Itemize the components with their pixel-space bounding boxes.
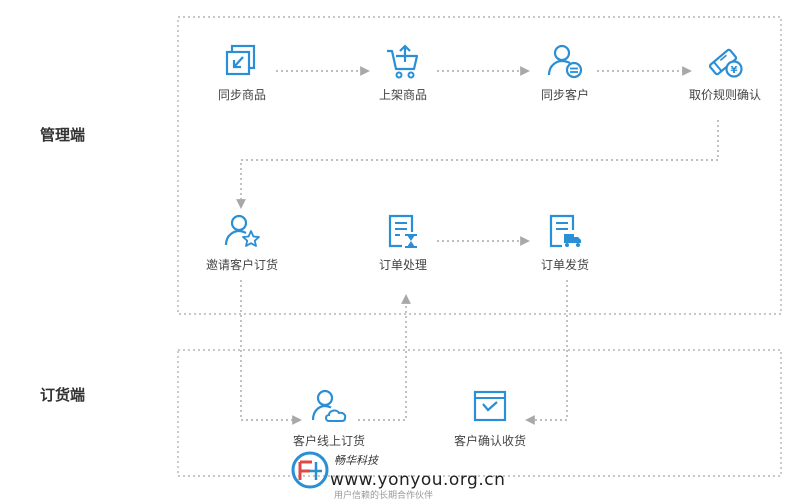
price-tag-icon: ¥ (708, 48, 743, 78)
step-label: 客户确认收货 (453, 434, 526, 448)
section-label-ordering: 订货端 (40, 386, 86, 404)
ordering-section-frame (177, 349, 782, 477)
watermark-url: www.yonyou.org.cn (330, 470, 506, 490)
watermark-brand: 畅华科技 (334, 454, 378, 467)
user-cloud-icon (311, 389, 347, 422)
step-label: 邀请客户订货 (205, 258, 278, 272)
shopping-cart-icon (387, 44, 419, 79)
svg-text:¥: ¥ (731, 65, 738, 76)
step-invite-customer-order: 邀请客户订货 (187, 212, 297, 273)
order-truck-icon (549, 214, 581, 248)
step-order-shipping: 订单发货 (510, 212, 620, 273)
watermark: 畅华科技 www.yonyou.org.cn 用户信赖的长期合作伙伴 (290, 448, 530, 501)
company-logo-icon (291, 451, 329, 489)
package-box-icon (473, 390, 507, 422)
arrow-shipping-to-receipt (525, 280, 568, 425)
step-label: 订单处理 (378, 258, 427, 272)
step-price-rule-confirm: ¥ 取价规则确认 (670, 42, 780, 103)
arrow-invite-to-online-order (240, 280, 302, 425)
step-sync-products: 同步商品 (187, 42, 297, 103)
step-customer-online-order: 客户线上订货 (274, 388, 384, 449)
sync-products-icon (225, 44, 256, 76)
step-label: 订单发货 (540, 258, 589, 272)
order-hourglass-icon (388, 214, 417, 248)
user-sync-icon (547, 44, 583, 79)
arrow-price-to-invite (236, 120, 719, 209)
watermark-slogan: 用户信赖的长期合作伙伴 (334, 491, 434, 501)
section-label-management: 管理端 (40, 126, 86, 144)
step-sync-customers: 同步客户 (510, 42, 620, 103)
management-section-frame (177, 16, 782, 315)
step-label: 客户线上订货 (292, 434, 365, 448)
step-label: 取价规则确认 (688, 88, 761, 102)
step-label: 同步商品 (217, 88, 266, 102)
step-list-products: 上架商品 (348, 42, 458, 103)
arrow-online-order-to-processing (358, 294, 411, 421)
step-label: 同步客户 (540, 88, 589, 102)
step-label: 上架商品 (378, 88, 427, 102)
step-order-processing: 订单处理 (348, 212, 458, 273)
step-customer-confirm-receipt: 客户确认收货 (435, 388, 545, 449)
user-star-icon (224, 214, 260, 247)
